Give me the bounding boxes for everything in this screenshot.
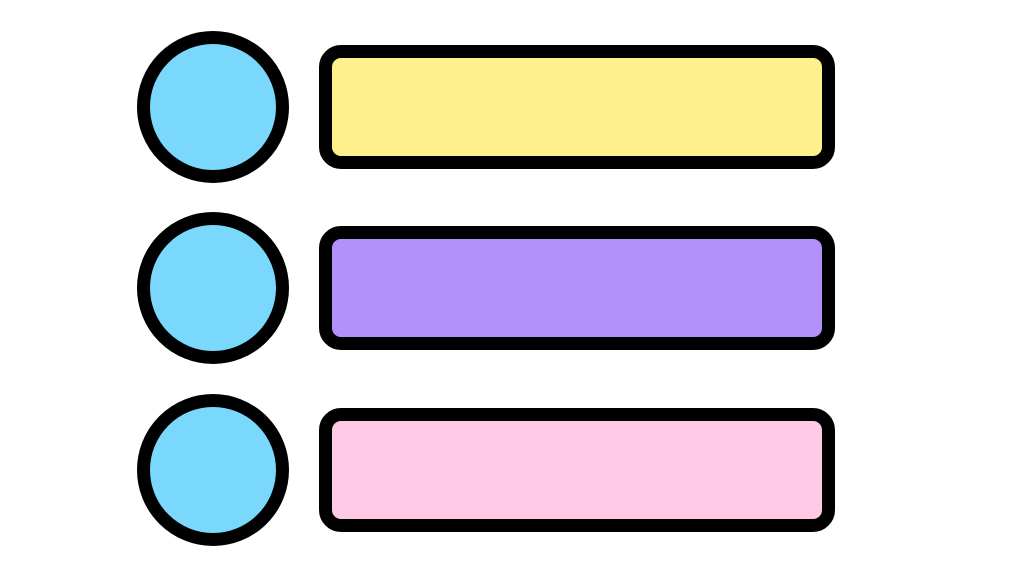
circle-bullet-icon: [137, 394, 289, 546]
circle-bullet-icon: [137, 212, 289, 364]
list-item-bar: [319, 45, 835, 169]
list-item-bar: [319, 226, 835, 350]
circle-bullet-icon: [137, 31, 289, 183]
list-item: [137, 394, 837, 546]
list-item: [137, 31, 837, 183]
list-item-bar: [319, 408, 835, 532]
list-item: [137, 212, 837, 364]
